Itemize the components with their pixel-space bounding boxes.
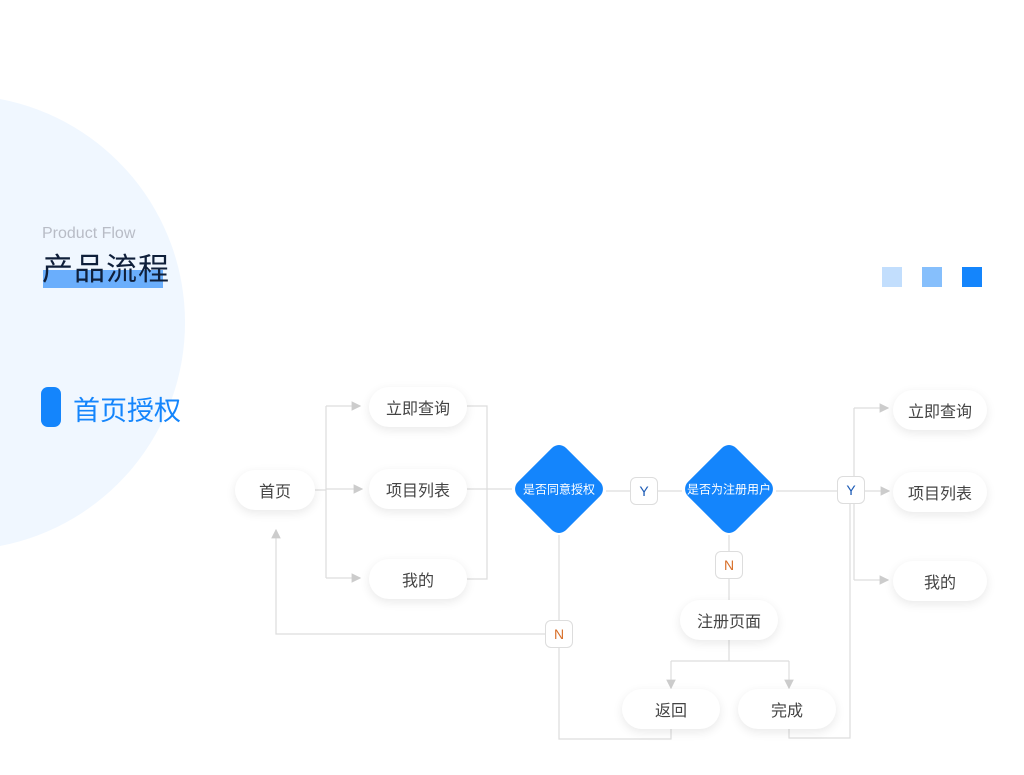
- decision-registered: 是否为注册用户: [686, 482, 772, 497]
- node-query-left[interactable]: 立即查询: [369, 387, 467, 427]
- node-mine-left[interactable]: 我的: [369, 559, 467, 599]
- section-marker: [41, 387, 61, 427]
- node-list-left[interactable]: 项目列表: [369, 469, 467, 509]
- node-register[interactable]: 注册页面: [680, 600, 778, 640]
- node-query-right[interactable]: 立即查询: [893, 390, 987, 430]
- badge-yes: Y: [630, 477, 658, 505]
- connector-lines: [271, 401, 891, 740]
- badge-no: N: [715, 551, 743, 579]
- node-mine-right[interactable]: 我的: [893, 561, 987, 601]
- node-done[interactable]: 完成: [738, 689, 836, 729]
- page-title: 产品流程: [42, 252, 170, 288]
- node-home[interactable]: 首页: [235, 470, 315, 510]
- title-highlight: [43, 270, 163, 288]
- node-back[interactable]: 返回: [622, 689, 720, 729]
- section-title: 首页授权: [73, 396, 181, 427]
- decision-authorize: 是否同意授权: [522, 482, 596, 497]
- legend-square-light: [882, 267, 902, 287]
- legend-square-mid: [922, 267, 942, 287]
- badge-yes: Y: [837, 476, 865, 504]
- node-list-right[interactable]: 项目列表: [893, 472, 987, 512]
- badge-no: N: [545, 620, 573, 648]
- page-subtitle: Product Flow: [42, 225, 136, 242]
- legend-square-dark: [962, 267, 982, 287]
- background-circle: [0, 99, 186, 546]
